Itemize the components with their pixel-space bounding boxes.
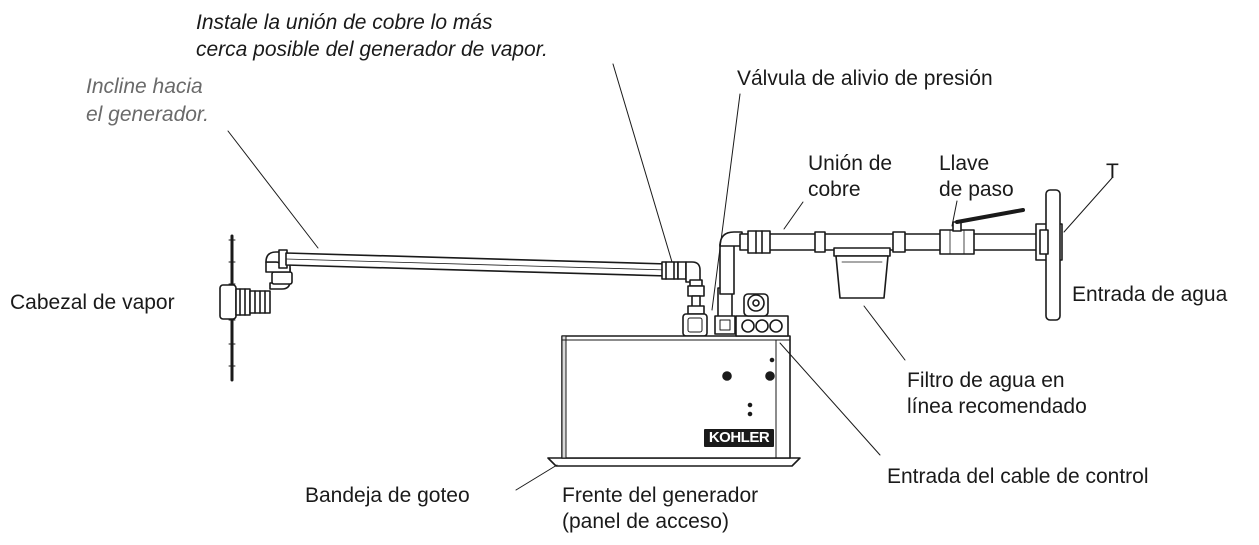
shutoff-valve-label-line1: Llave xyxy=(939,152,990,175)
tee-label: T xyxy=(1106,160,1119,183)
shutoff-valve-label-line2: de paso xyxy=(939,178,1014,201)
install-union-note-line1: Instale la unión de cobre lo más xyxy=(196,11,493,34)
copper-union-label-line2: cobre xyxy=(808,178,861,201)
generator-top-components xyxy=(735,293,789,337)
water-inlet-label: Entrada de agua xyxy=(1072,283,1228,306)
relief-valve xyxy=(714,287,736,335)
shutoff-valve xyxy=(939,208,1025,255)
kohler-logo-text: KOHLER xyxy=(708,429,770,446)
water-filter-label-line2: línea recomendado xyxy=(907,395,1087,418)
generator-front-label-line1: Frente del generador xyxy=(562,484,759,507)
water-supply-riser xyxy=(719,231,743,295)
steam-head-label: Cabezal de vapor xyxy=(10,291,175,314)
relief-valve-label: Válvula de alivio de presión xyxy=(737,67,993,90)
copper-union-steam xyxy=(661,261,687,280)
head-elbow xyxy=(265,249,291,273)
control-cable-entry-label: Entrada del cable de control xyxy=(887,465,1149,488)
leader-lines xyxy=(227,63,1113,491)
copper-union-label-line1: Unión de xyxy=(808,152,893,175)
incline-note-line1: Incline hacia xyxy=(86,75,203,98)
steam-outlet-riser xyxy=(682,261,708,337)
tee-fitting xyxy=(1035,189,1063,321)
sloped-steam-pipe xyxy=(285,252,669,277)
kohler-logo: KOHLER xyxy=(704,429,774,447)
water-filter-label-line1: Filtro de agua en xyxy=(907,369,1065,392)
generator-front-label-line2: (panel de acceso) xyxy=(562,510,729,533)
drip-tray-label: Bandeja de goteo xyxy=(305,484,470,507)
incline-note-line2: el generador. xyxy=(86,103,209,126)
water-filter xyxy=(833,247,891,299)
install-union-note-line2: cerca posible del generador de vapor. xyxy=(196,38,548,61)
